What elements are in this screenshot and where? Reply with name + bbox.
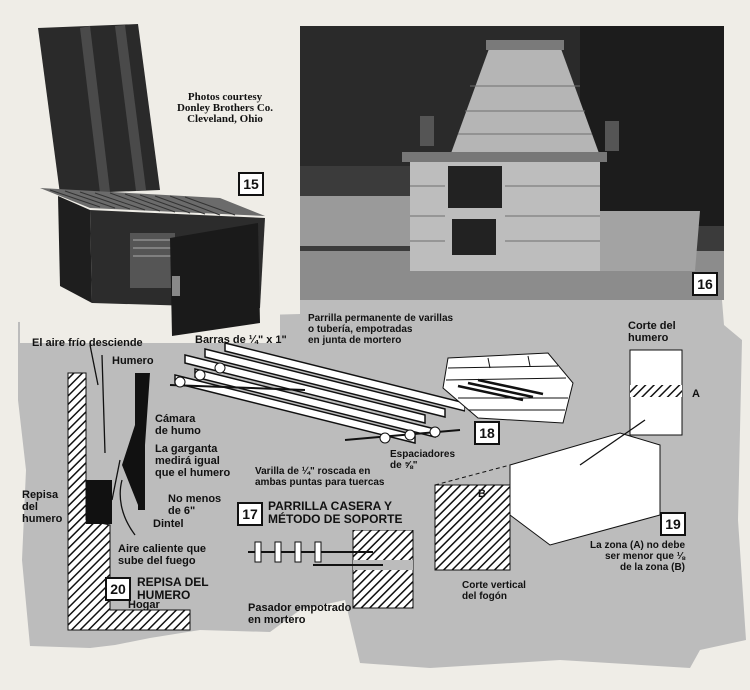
label-zone-a: A bbox=[692, 388, 700, 400]
figure-20-title: REPISA DEL HUMERO bbox=[137, 576, 209, 602]
pin-in-mortar-diagram bbox=[248, 530, 414, 609]
label-line: humero bbox=[22, 513, 63, 525]
label-hearth: Hogar bbox=[128, 599, 160, 611]
chimney-shelf-diagram bbox=[67, 345, 191, 631]
flue-section-diagram bbox=[434, 349, 683, 571]
label-rod: Varilla de ¼" roscada en ambas puntas pa… bbox=[255, 466, 385, 488]
label-line: Espaciadores bbox=[390, 449, 456, 460]
label-vertical-cut: Corte vertical del fogón bbox=[462, 580, 526, 602]
label-line: ambas puntas para tuercas bbox=[255, 477, 385, 488]
label-smoke-chamber: Cámara de humo bbox=[155, 413, 201, 437]
label-line: Corte vertical bbox=[462, 580, 526, 591]
figure-15-number: 15 bbox=[238, 172, 264, 196]
label-flue: Humero bbox=[112, 355, 154, 367]
label-line: o tubería, empotradas bbox=[308, 324, 413, 335]
label-line: La garganta bbox=[155, 443, 218, 455]
figure-20-number: 20 bbox=[105, 577, 131, 601]
figure-17-number: 17 bbox=[237, 502, 263, 526]
stone-fireplace-illustration bbox=[300, 26, 724, 300]
label-cold-air: El aire frío desciende bbox=[32, 337, 143, 349]
figure-16-number: 16 bbox=[692, 272, 718, 296]
label-line: No menos bbox=[168, 493, 222, 505]
label-line: Varilla de ¼" roscada en bbox=[255, 466, 371, 477]
label-minimum: No menos de 6" bbox=[168, 493, 221, 517]
label-zone-b: B bbox=[478, 488, 486, 500]
label-line: Repisa bbox=[22, 489, 59, 501]
label-hot-air: Aire caliente que sube del fuego bbox=[118, 543, 206, 567]
photo-credit-line: Cleveland, Ohio bbox=[187, 113, 263, 125]
figure-18-number: 18 bbox=[474, 421, 500, 445]
label-line: en junta de mortero bbox=[308, 335, 402, 346]
grill-box-photo bbox=[20, 18, 280, 343]
grill-box-illustration bbox=[20, 18, 280, 343]
label-throat: La garganta medirá igual que el humero bbox=[155, 443, 230, 479]
title-line: HUMERO bbox=[137, 588, 191, 602]
label-line: del bbox=[22, 501, 38, 513]
title-line: REPISA DEL bbox=[137, 575, 209, 589]
title-line: MÉTODO DE SOPORTE bbox=[268, 512, 403, 526]
photo-credit: Photos courtesy Donley Brothers Co. Clev… bbox=[160, 92, 290, 125]
figure-19-number: 19 bbox=[660, 512, 686, 536]
label-zone-note: La zona (A) no debe ser menor que ⅛ de l… bbox=[590, 540, 685, 573]
stone-fireplace-photo bbox=[300, 26, 724, 300]
label-line: humero bbox=[628, 332, 669, 344]
label-line: del fogón bbox=[462, 591, 507, 602]
label-line: de ⅝" bbox=[390, 460, 418, 471]
label-permanent-grill: Parrilla permanente de varillas o tuberí… bbox=[308, 313, 453, 346]
label-flue-section: Corte del humero bbox=[628, 320, 676, 344]
label-spacers: Espaciadores de ⅝" bbox=[390, 449, 455, 471]
label-line: de 6" bbox=[168, 505, 196, 517]
label-line: Pasador empotrado bbox=[248, 602, 352, 614]
label-bars: Barras de ¼" x 1" bbox=[195, 334, 287, 346]
photo-credit-line: Donley Brothers Co. bbox=[176, 102, 274, 114]
photo-credit-line: Photos courtesy bbox=[187, 91, 263, 103]
label-line: en mortero bbox=[248, 614, 306, 626]
label-line: Corte del bbox=[628, 320, 676, 332]
label-line: La zona (A) no debe bbox=[590, 540, 685, 551]
label-line: Aire caliente que bbox=[118, 543, 207, 555]
embedded-grill-diagram bbox=[442, 352, 574, 424]
label-line: Cámara bbox=[155, 413, 196, 425]
label-lintel: Dintel bbox=[153, 518, 184, 530]
figure-17-title: PARRILLA CASERA Y MÉTODO DE SOPORTE bbox=[268, 500, 402, 526]
grill-rods-diagram bbox=[169, 342, 465, 444]
label-line: sube del fuego bbox=[118, 555, 196, 567]
label-line: de la zona (B) bbox=[619, 562, 685, 573]
label-line: Parrilla permanente de varillas bbox=[308, 313, 454, 324]
label-line: ser menor que ⅛ bbox=[604, 551, 685, 562]
label-line: medirá igual bbox=[155, 455, 220, 467]
label-shelf: Repisa del humero bbox=[22, 489, 62, 525]
label-line: que el humero bbox=[155, 467, 231, 479]
title-line: PARRILLA CASERA Y bbox=[268, 499, 393, 513]
label-line: de humo bbox=[155, 425, 201, 437]
label-pin: Pasador empotrado en mortero bbox=[248, 602, 351, 626]
